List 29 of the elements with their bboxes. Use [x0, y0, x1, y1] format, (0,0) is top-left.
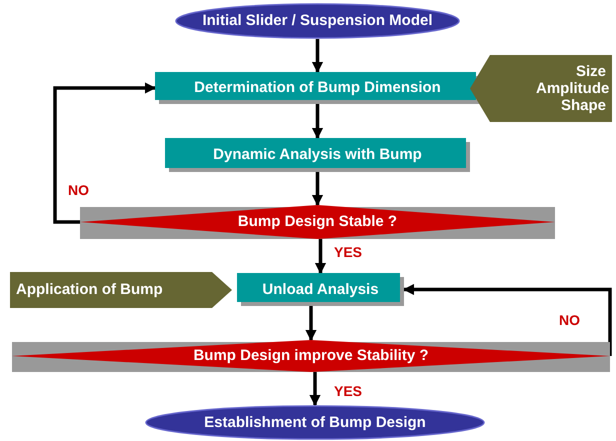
node-label: Bump Design Stable ? [238, 213, 398, 231]
terminal-ellipse [175, 3, 460, 39]
arrow [312, 39, 324, 74]
process-box [155, 72, 480, 104]
edge-label: NO [557, 312, 582, 328]
note-pentagon [10, 272, 232, 308]
decision-diamond [80, 205, 555, 239]
arrow [402, 284, 612, 358]
node-label: Initial Slider / Suspension Model [202, 12, 433, 30]
node-label: Unload Analysis [262, 280, 379, 298]
terminal-ellipse [145, 405, 485, 440]
node-label: Application of Bump [16, 281, 163, 299]
arrow [305, 306, 317, 342]
node-label: Establishment of Bump Design [204, 414, 426, 432]
edge-label: YES [332, 383, 364, 399]
arrow [314, 239, 326, 274]
node-label: Determination of Bump Dimension [194, 79, 441, 97]
node-label: Dynamic Analysis with Bump [213, 146, 422, 164]
decision-diamond [12, 340, 610, 372]
arrow [53, 82, 156, 224]
edge-label: NO [66, 182, 91, 198]
arrow [309, 372, 321, 406]
process-box [237, 273, 404, 306]
arrow [312, 104, 324, 140]
note-pentagon [470, 55, 612, 122]
edge-label: YES [332, 244, 364, 260]
node-label: Bump Design improve Stability ? [193, 347, 429, 365]
arrow [312, 172, 324, 206]
process-box [165, 138, 470, 172]
